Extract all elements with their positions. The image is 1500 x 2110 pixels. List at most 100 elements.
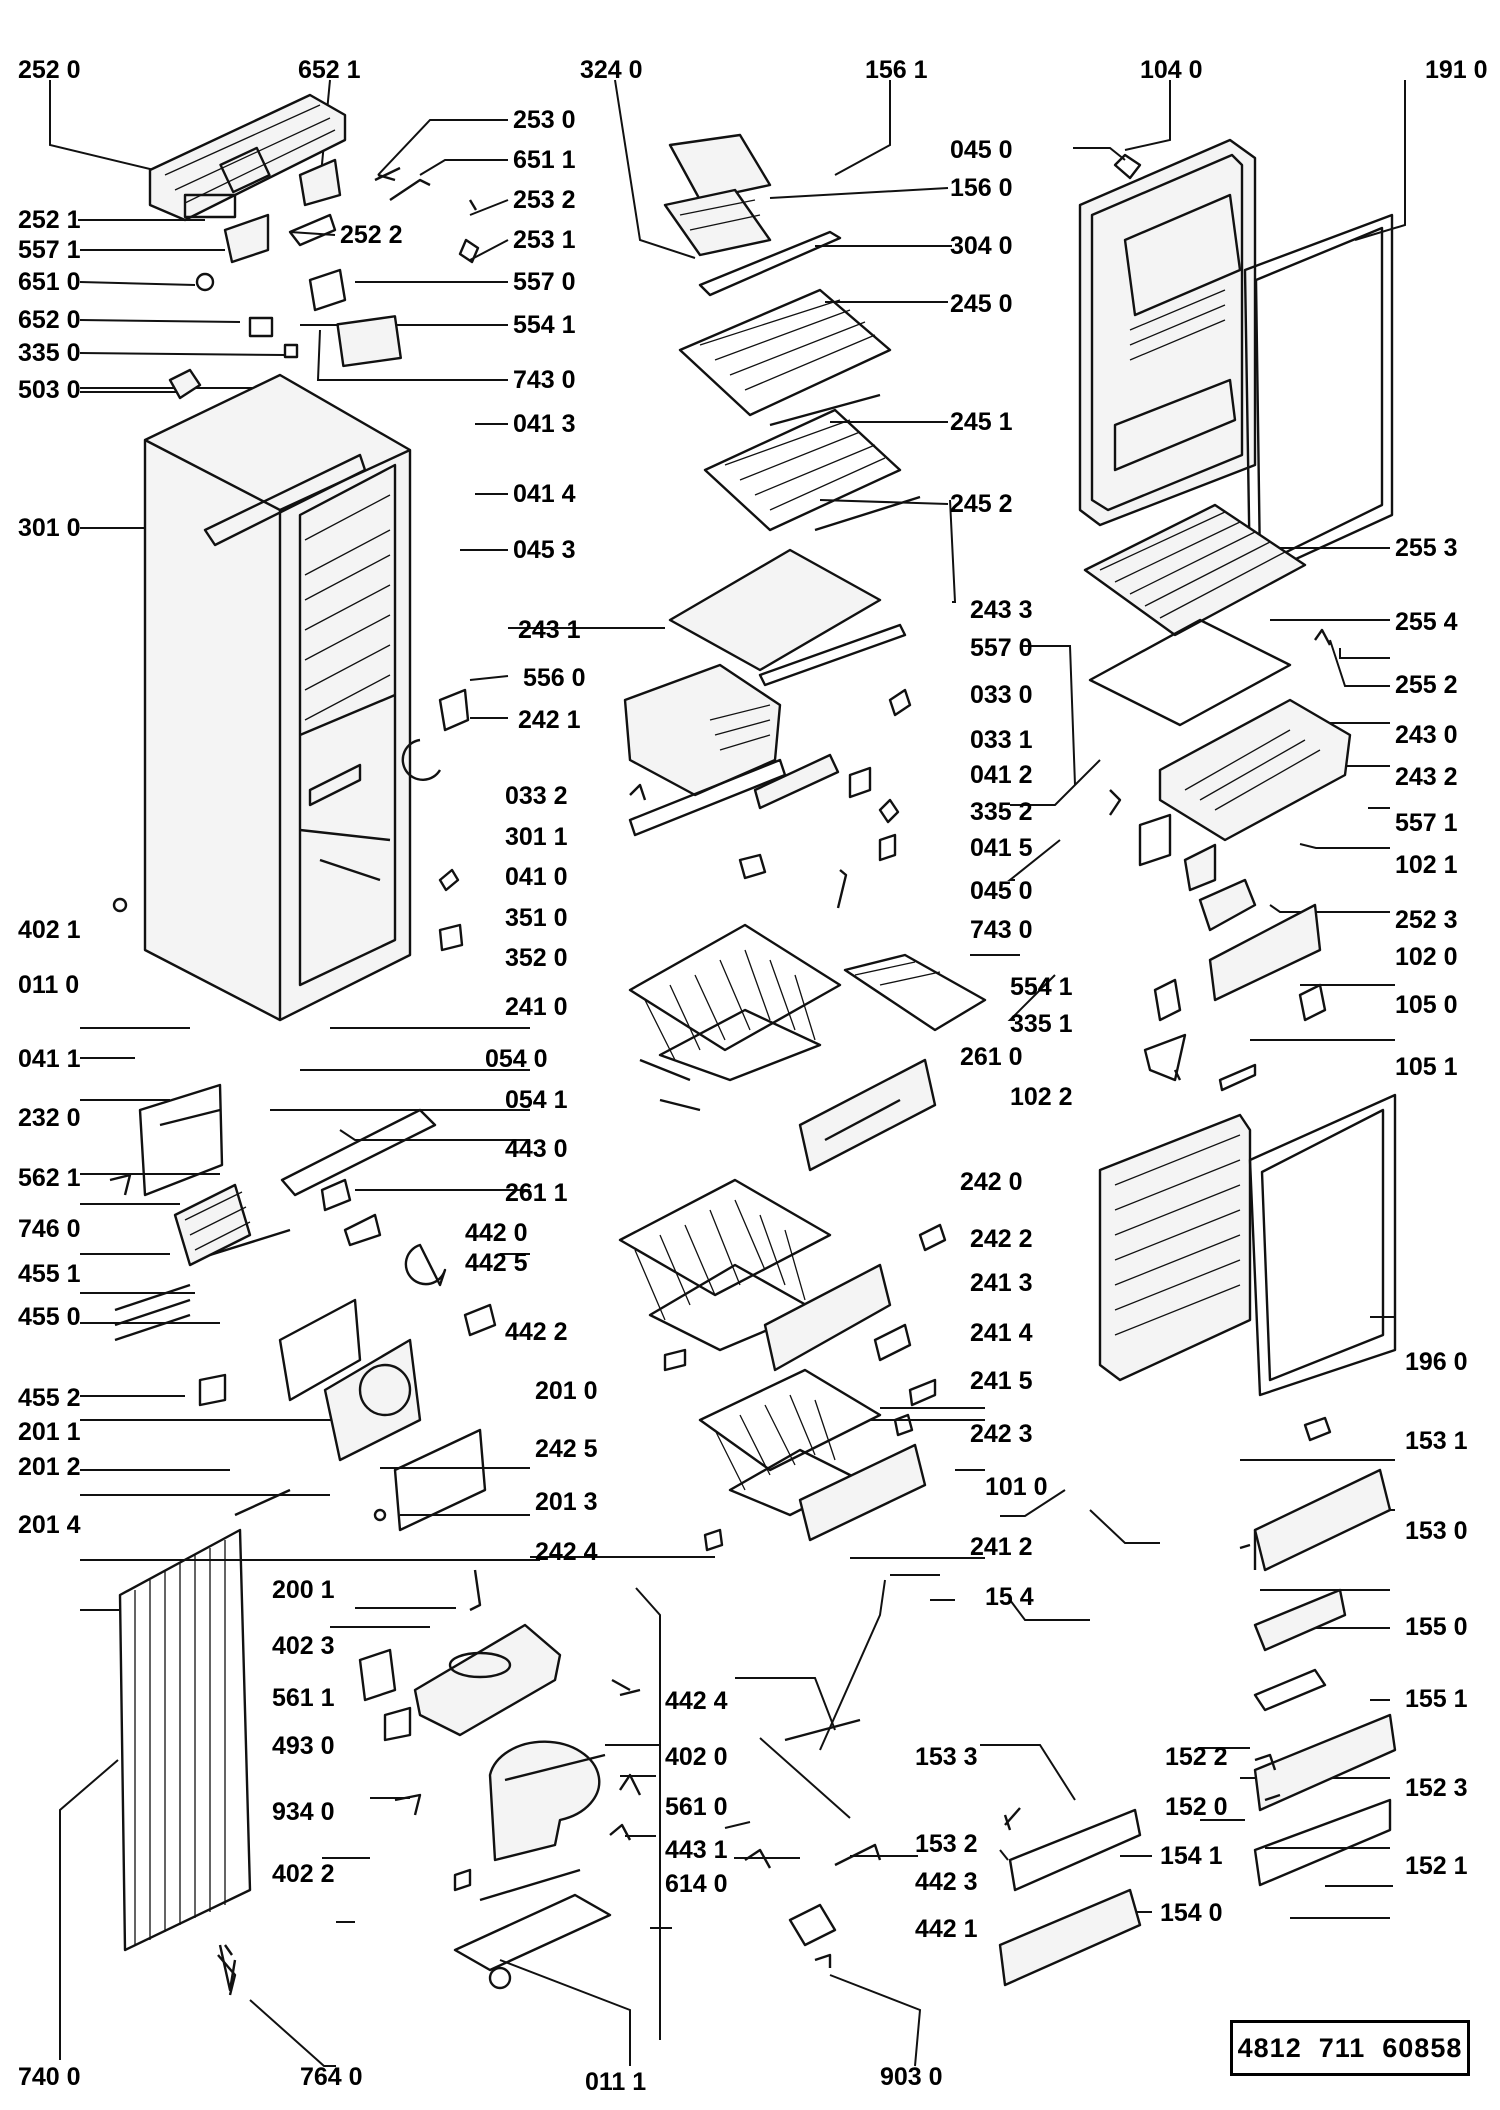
callout-041-3: 041 3: [513, 410, 576, 438]
callout-153-3: 153 3: [915, 1743, 978, 1771]
callout-493-0: 493 0: [272, 1732, 335, 1760]
callout-245-0: 245 0: [950, 290, 1013, 318]
callout-255-3: 255 3: [1395, 534, 1458, 562]
callout-104-0: 104 0: [1140, 56, 1203, 84]
callout-324-0: 324 0: [580, 56, 643, 84]
callout-201-3: 201 3: [535, 1488, 598, 1516]
callout-652-0: 652 0: [18, 306, 81, 334]
callout-241-0: 241 0: [505, 993, 568, 1021]
callout-443-1: 443 1: [665, 1836, 728, 1864]
callout-335-1: 335 1: [1010, 1010, 1073, 1038]
callout-455-0: 455 0: [18, 1303, 81, 1331]
callout-011-0: 011 0: [18, 971, 79, 999]
callout-155-0: 155 0: [1405, 1613, 1468, 1641]
callout-153-0: 153 0: [1405, 1517, 1468, 1545]
wire-shelf-part: [703, 408, 902, 532]
callout-304-0: 304 0: [950, 232, 1013, 260]
callout-442-3: 442 3: [915, 1868, 978, 1896]
callout-labels: 252 0 652 1 324 0 156 1 104 0 191 0 253 …: [18, 56, 1488, 2096]
callout-201-1: 201 1: [18, 1418, 81, 1446]
callout-402-1: 402 1: [18, 916, 81, 944]
callout-443-0: 443 0: [505, 1135, 568, 1163]
cabinet-part: [143, 373, 412, 1022]
callout-252-2: 252 2: [340, 221, 403, 249]
callout-152-1: 152 1: [1405, 1852, 1468, 1880]
callout-335-2: 335 2: [970, 798, 1033, 826]
callout-102-0: 102 0: [1395, 943, 1458, 971]
callout-261-0: 261 0: [960, 1043, 1023, 1071]
callout-232-0: 232 0: [18, 1104, 81, 1132]
callout-740-0: 740 0: [18, 2063, 81, 2091]
callout-201-0: 201 0: [535, 1377, 598, 1405]
callout-105-0: 105 0: [1395, 991, 1458, 1019]
callout-105-1: 105 1: [1395, 1053, 1458, 1081]
callout-402-2: 402 2: [272, 1860, 335, 1888]
callout-242-0: 242 0: [960, 1168, 1023, 1196]
callout-651-0: 651 0: [18, 268, 81, 296]
callout-561-0: 561 0: [665, 1793, 728, 1821]
callout-934-0: 934 0: [272, 1798, 335, 1826]
callout-252-1: 252 1: [18, 206, 81, 234]
callout-041-0: 041 0: [505, 863, 568, 891]
callout-746-0: 746 0: [18, 1215, 81, 1243]
callout-301-0: 301 0: [18, 514, 81, 542]
callout-243-2: 243 2: [1395, 763, 1458, 791]
callout-045-0: 045 0: [950, 136, 1013, 164]
callout-201-2: 201 2: [18, 1453, 81, 1481]
callout-556-0: 556 0: [523, 664, 586, 692]
callout-242-3: 242 3: [970, 1420, 1033, 1448]
callout-652-1: 652 1: [298, 56, 361, 84]
fridge-door-part: [1098, 1113, 1252, 1382]
callout-152-3: 152 3: [1405, 1774, 1468, 1802]
callout-253-0: 253 0: [513, 106, 576, 134]
callout-156-0: 156 0: [950, 174, 1013, 202]
callout-743-0: 743 0: [513, 366, 576, 394]
callout-243-3: 243 3: [970, 596, 1033, 624]
part-drawings: [109, 93, 1397, 1996]
callout-455-1: 455 1: [18, 1260, 81, 1288]
callout-255-2: 255 2: [1395, 671, 1458, 699]
callout-554-1: 554 1: [513, 311, 576, 339]
callout-200-1: 200 1: [272, 1576, 335, 1604]
callout-335-0: 335 0: [18, 339, 81, 367]
callout-201-4: 201 4: [18, 1511, 81, 1539]
callout-241-3: 241 3: [970, 1269, 1033, 1297]
callout-045-3: 045 3: [513, 536, 576, 564]
callout-301-1: 301 1: [505, 823, 568, 851]
callout-041-5: 041 5: [970, 834, 1033, 862]
callout-241-2: 241 2: [970, 1533, 1033, 1561]
callout-154-1: 154 1: [1160, 1842, 1223, 1870]
callout-651-1: 651 1: [513, 146, 576, 174]
callout-352-0: 352 0: [505, 944, 568, 972]
callout-102-1: 102 1: [1395, 851, 1458, 879]
callout-261-1: 261 1: [505, 1179, 568, 1207]
callout-253-1: 253 1: [513, 226, 576, 254]
callout-554-1-b: 554 1: [1010, 973, 1073, 1001]
callout-156-1: 156 1: [865, 56, 928, 84]
callout-253-2: 253 2: [513, 186, 576, 214]
freezer-basket-part: [628, 923, 842, 1082]
callout-614-0: 614 0: [665, 1870, 728, 1898]
callout-054-0: 054 0: [485, 1045, 548, 1073]
callout-242-5: 242 5: [535, 1435, 598, 1463]
callout-041-4: 041 4: [513, 480, 576, 508]
callout-252-3: 252 3: [1395, 906, 1458, 934]
callout-557-0: 557 0: [513, 268, 576, 296]
callout-153-2: 153 2: [915, 1830, 978, 1858]
freezer-door-part: [1078, 138, 1257, 527]
callout-241-5: 241 5: [970, 1367, 1033, 1395]
callout-402-0: 402 0: [665, 1743, 728, 1771]
callout-245-1: 245 1: [950, 408, 1013, 436]
callout-903-0: 903 0: [880, 2063, 943, 2091]
callout-152-2: 152 2: [1165, 1743, 1228, 1771]
callout-442-1: 442 1: [915, 1915, 978, 1943]
callout-243-1: 243 1: [518, 616, 581, 644]
callout-764-0: 764 0: [300, 2063, 363, 2091]
callout-15-4: 15 4: [985, 1583, 1034, 1611]
callout-442-4: 442 4: [665, 1687, 728, 1715]
callout-102-2: 102 2: [1010, 1083, 1073, 1111]
document-number: 4812 711 60858: [1230, 2020, 1470, 2076]
callout-242-1: 242 1: [518, 706, 581, 734]
wire-shelf-part: [678, 288, 892, 417]
